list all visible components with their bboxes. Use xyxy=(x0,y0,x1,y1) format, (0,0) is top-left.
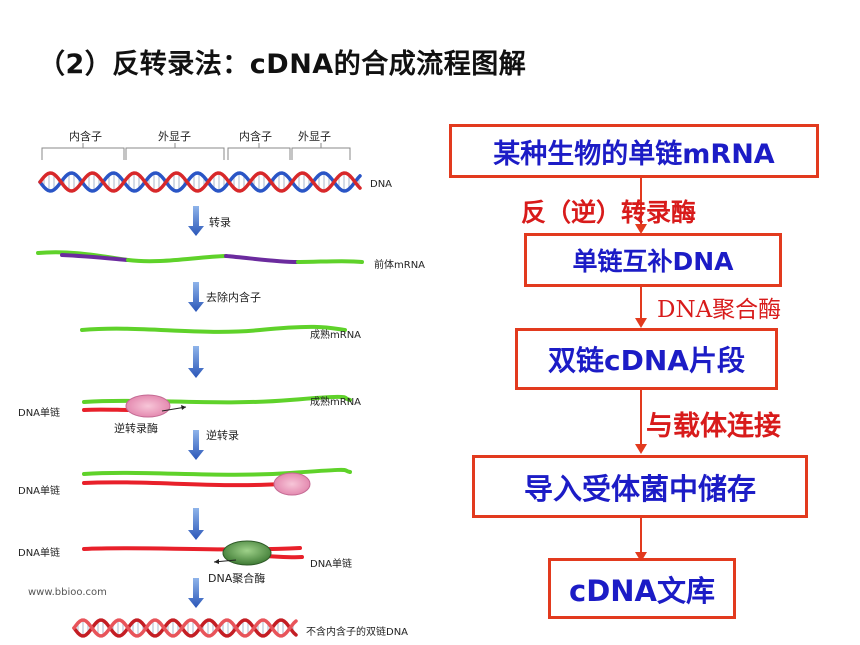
cdna-helix-strand-2 xyxy=(72,618,298,638)
flow-box-import-host: 导入受体菌中储存 xyxy=(472,455,808,518)
dna-double-helix xyxy=(38,171,362,193)
dna-polymerase-enzyme xyxy=(222,540,272,566)
label-reverse-transcriptase: 逆转录酶 xyxy=(114,422,158,435)
flow-step-reverse-transcriptase: 反（逆）转录酶 xyxy=(521,198,697,227)
reverse-transcriptase-enzyme-end xyxy=(273,472,311,496)
label-transcription: 转录 xyxy=(209,216,231,229)
label-dna: DNA xyxy=(370,179,393,190)
label-final-dna: 不含内含子的双链DNA xyxy=(306,627,409,638)
flow-box-single-strand-mrna: 某种生物的单链mRNA xyxy=(449,124,819,178)
label-dna-single-1: DNA单链 xyxy=(18,408,61,419)
dna-strand-complete xyxy=(82,480,282,488)
flow-step-dna-polymerase: DNA聚合酶 xyxy=(657,297,782,323)
cdna-double-helix xyxy=(72,618,298,638)
label-intron-1: 内含子 xyxy=(69,130,102,143)
flow-box-double-strand-cdna: 双链cDNA片段 xyxy=(515,328,778,390)
label-mature-mrna-1: 成熟mRNA xyxy=(310,330,362,341)
flow-step-ligate-vector: 与载体连接 xyxy=(646,411,781,442)
pre-mrna-strand xyxy=(36,250,364,264)
label-reverse-transcription: 逆转录 xyxy=(206,429,239,442)
mrna-strand-complete xyxy=(82,467,352,477)
dna-helix-strand-2 xyxy=(38,171,362,193)
label-dna-polymerase: DNA聚合酶 xyxy=(208,572,266,585)
flow-box-cdna-library: cDNA文库 xyxy=(548,558,736,619)
reverse-transcriptase-enzyme xyxy=(125,394,171,418)
page-title: （2）反转录法：cDNA的合成流程图解 xyxy=(38,49,527,80)
dna-single-strand-template xyxy=(82,546,302,552)
label-exon-2: 外显子 xyxy=(298,130,331,143)
mature-mrna-strand xyxy=(80,324,347,334)
label-dna-single-2: DNA单链 xyxy=(18,486,61,497)
label-dna-single-4: DNA单链 xyxy=(310,559,353,570)
label-mature-mrna-2: 成熟mRNA xyxy=(310,397,362,408)
flow-box-complementary-dna: 单链互补DNA xyxy=(524,233,782,287)
watermark-text: www.bbioo.com xyxy=(28,587,107,598)
label-intron-2: 内含子 xyxy=(239,130,272,143)
label-exon-1: 外显子 xyxy=(158,130,191,143)
dna-helix-strand-1 xyxy=(38,171,362,193)
label-remove-introns: 去除内含子 xyxy=(206,291,261,304)
label-dna-single-3: DNA单链 xyxy=(18,548,61,559)
process-arrows xyxy=(188,206,204,608)
segment-brackets xyxy=(41,143,351,160)
label-pre-mrna: 前体mRNA xyxy=(374,260,426,271)
